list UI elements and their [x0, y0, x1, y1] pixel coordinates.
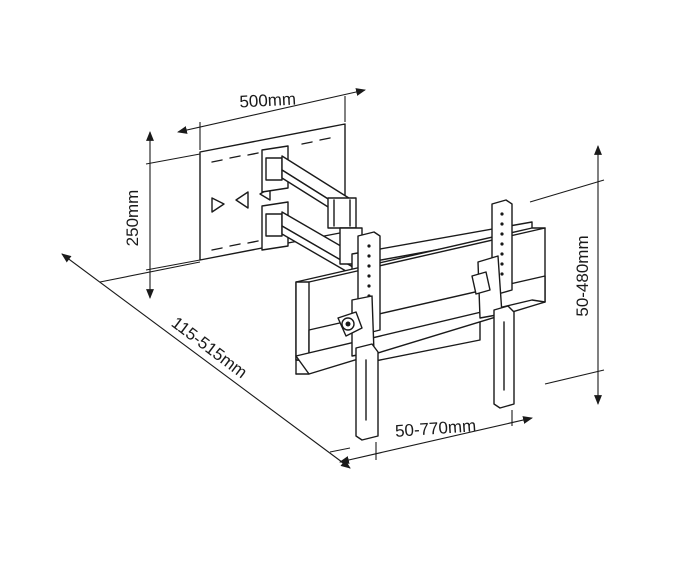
- vertical-span-label: 50-480mm: [573, 235, 592, 316]
- wall-plate-slots: [211, 137, 331, 251]
- dimension-height: 250mm: [123, 131, 201, 299]
- height-label: 250mm: [123, 190, 142, 247]
- extension-label: 115-515mm: [168, 313, 251, 382]
- horizontal-span-label: 50-770mm: [394, 416, 476, 441]
- dimension-vertical-span: 50-480mm: [529, 145, 605, 405]
- width-label: 500mm: [239, 90, 297, 112]
- wall-plate: [199, 123, 346, 261]
- right-vertical-tv-arm: [471, 199, 515, 409]
- right-arm-adjustment-holes: [500, 212, 504, 276]
- left-vertical-tv-arm: [337, 231, 381, 441]
- dimension-width: 500mm: [177, 88, 366, 150]
